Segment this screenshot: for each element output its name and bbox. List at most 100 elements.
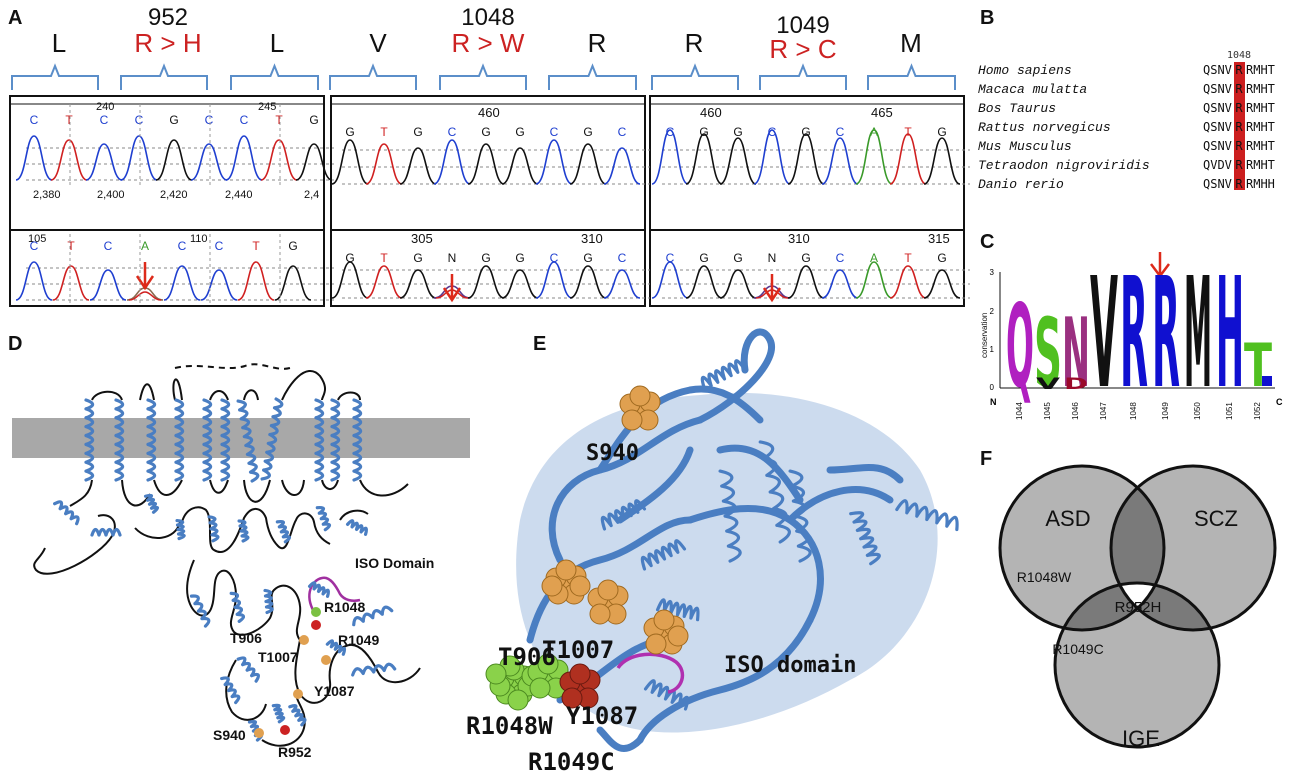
panel-f-label: F [980,448,992,470]
trace-number: 305 [411,231,433,246]
left-aa-label: L [52,28,66,58]
label-t906: T906 [498,643,556,671]
label-s940: S940 [586,441,639,466]
codon-bracket [230,63,319,90]
sequence-prefix: QSNV [1203,120,1232,134]
alpha-helix [220,398,231,482]
base-call: G [733,125,742,139]
base-peak [52,265,90,301]
species-name: Rattus norvegicus [978,120,1111,135]
base-call: C [618,251,627,265]
logo-xtick: 1051 [1225,402,1234,420]
mutation-position-label: 1048 [461,4,514,31]
base-peak [399,147,437,185]
logo-xtick: 1049 [1161,402,1170,420]
base-peak [331,261,369,299]
alpha-helix [352,605,394,627]
trace-number: 245 [258,101,276,113]
sequence-conserved-residue: R [1235,139,1243,153]
cell-membrane [12,418,470,458]
logo-ytick: 3 [990,268,995,277]
residue-markers [254,607,331,738]
base-call: C [178,239,187,253]
species-name: Homo sapiens [978,63,1072,78]
backbone-line [91,369,361,401]
base-call: G [937,251,946,265]
atom-sphere [645,633,667,655]
left-aa-label: R [685,28,704,58]
alpha-helix [351,662,397,677]
base-call: G [309,113,318,127]
base-peak [365,143,403,185]
mutation-change-label: R > H [134,28,201,58]
base-peak [821,269,859,299]
base-call: T [380,125,388,139]
trace-number: 310 [581,231,603,246]
panel-e-label: E [533,333,546,355]
base-call: G [801,251,810,265]
alpha-helix [229,591,246,623]
base-peak [85,143,123,181]
venn-label-asd: ASD [1045,506,1090,531]
axis-tick-label: 2,380 [33,189,61,201]
base-call: G [413,125,422,139]
base-call: G [169,113,178,127]
base-peak [821,137,859,185]
structure-helices [600,359,959,711]
sequence-conserved-residue: R [1235,177,1243,191]
residue-marker-orange [321,655,331,665]
base-call: T [65,113,73,127]
sequence-conserved-residue: R [1235,82,1243,96]
structure-labels: S940 T906 T1007 ISO domain Y1087 R1048W … [466,441,856,776]
base-peak [467,143,505,185]
structure-backdrop [516,392,938,733]
sequence-prefix: QSNV [1203,101,1232,115]
base-peak [685,265,723,299]
base-call: C [550,251,559,265]
label-y1087: Y1087 [566,702,638,730]
species-name: Danio rerio [978,177,1064,192]
sequence-prefix: QVDV [1203,158,1232,172]
logo-letter: V [1090,245,1118,422]
label-r1049c: R1049C [528,748,615,776]
atom-sphere [569,575,591,597]
residue-label-t906: T906 [230,630,262,646]
species-name: Macaca mulatta [978,82,1087,97]
logo-letter: S [1034,299,1062,409]
sequence-prefix: QSNV [1203,177,1232,191]
alpha-helix [315,505,332,532]
atom-sphere [621,409,643,431]
sequence-suffix: RMHH [1246,177,1275,191]
logo-ylabel: conservation [980,313,989,358]
base-call: C [836,251,845,265]
base-call: C [836,125,845,139]
residue-label-y1087: Y1087 [314,683,355,699]
chromatogram-frame-3 [649,95,965,307]
axis-tick-label: 2,440 [225,189,253,201]
base-call: G [515,251,524,265]
sequence-suffix: RMHT [1246,101,1275,115]
mutation-change-label: R > W [452,28,525,58]
venn-pair-overlaps [1111,583,1219,630]
protein-structure [485,328,959,752]
alpha-helix [189,594,211,628]
ribbon-strand [826,464,904,484]
alpha-helix [260,397,284,481]
codon-bracket [548,63,637,90]
alpha-helix [247,719,264,742]
base-call: G [801,125,810,139]
base-peak [651,129,689,185]
base-peak [237,261,275,301]
trace-number: 465 [871,105,893,120]
logo-c-terminus: C [1276,397,1283,407]
atom-sphere [507,689,529,711]
panel-b-label: B [980,7,994,29]
residue-marker-red [311,620,321,630]
residue-labels: ISO Domain R1048 R1049 T906 T1007 Y1087 … [213,555,434,760]
logo-sub-letter: V [1036,374,1061,393]
sequence-suffix: RMHT [1246,120,1275,134]
logo-ytick: 2 [990,307,995,316]
